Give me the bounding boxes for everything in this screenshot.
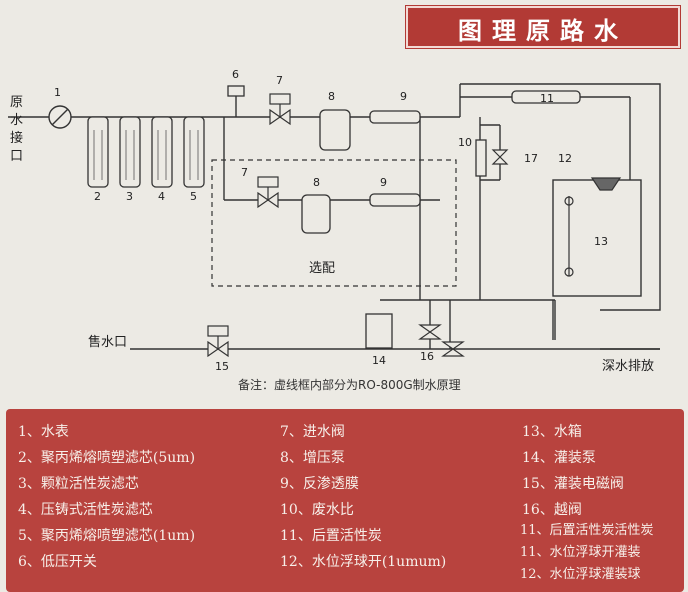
legend-item: 12、水位浮球开(1umum) bbox=[280, 554, 447, 570]
booster-pump-optional bbox=[301, 194, 331, 234]
num-10: 10 bbox=[458, 136, 472, 149]
legend-item: 8、增压泵 bbox=[280, 450, 345, 466]
num-13: 13 bbox=[594, 235, 608, 248]
num-5: 5 bbox=[190, 190, 197, 203]
post-carbon bbox=[511, 90, 581, 104]
num-14: 14 bbox=[372, 354, 386, 367]
bypass-valve-16 bbox=[418, 324, 465, 357]
title-banner: 图理原路水 bbox=[406, 6, 680, 48]
legend-panel: 1、水表 2、聚丙烯熔喷塑滤芯(5um) 3、颗粒活性炭滤芯 4、压铸式活性炭滤… bbox=[6, 409, 684, 592]
num-16: 16 bbox=[420, 350, 434, 363]
waste-ratio bbox=[475, 139, 487, 177]
num-11: 11 bbox=[540, 92, 554, 105]
num-7b: 7 bbox=[241, 166, 248, 179]
tank-lid bbox=[590, 177, 622, 191]
legend-item: 11、水位浮球开灌装 bbox=[520, 545, 641, 560]
legend-item: 15、灌装电磁阀 bbox=[522, 476, 624, 492]
ro-membrane-optional bbox=[369, 193, 421, 207]
valve-17 bbox=[491, 149, 509, 165]
filter-3 bbox=[119, 116, 141, 188]
ro-membrane-top bbox=[369, 110, 421, 124]
inlet-label-2: 水 bbox=[10, 113, 23, 128]
num-8a: 8 bbox=[328, 90, 335, 103]
num-4: 4 bbox=[158, 190, 165, 203]
inlet-valve-7-optional bbox=[257, 176, 279, 209]
filling-pump bbox=[365, 313, 393, 349]
legend-item: 3、颗粒活性炭滤芯 bbox=[18, 476, 139, 492]
legend-item: 7、进水阀 bbox=[280, 424, 345, 440]
legend-item: 4、压铸式活性炭滤芯 bbox=[18, 502, 153, 518]
legend-item: 11、后置活性炭活性炭 bbox=[520, 523, 654, 538]
page-title: 图理原路水 bbox=[458, 16, 628, 45]
inlet-valve-7 bbox=[269, 93, 291, 126]
filter-5 bbox=[183, 116, 205, 188]
num-12: 12 bbox=[558, 152, 572, 165]
optional-label: 选配 bbox=[309, 261, 335, 276]
inlet-label-1: 原 bbox=[10, 95, 23, 110]
legend-item: 1、水表 bbox=[18, 424, 69, 440]
legend-item: 6、低压开关 bbox=[18, 554, 97, 570]
num-2: 2 bbox=[94, 190, 101, 203]
num-1: 1 bbox=[54, 86, 61, 99]
legend-item: 2、聚丙烯熔喷塑滤芯(5um) bbox=[18, 450, 196, 466]
inlet-label-3: 接 bbox=[10, 130, 23, 146]
optional-box bbox=[211, 159, 457, 287]
legend-item: 5、聚丙烯熔喷塑滤芯(1um) bbox=[18, 528, 196, 544]
filter-2 bbox=[87, 116, 109, 188]
low-pressure-switch bbox=[227, 85, 245, 97]
legend-item: 11、后置活性炭 bbox=[280, 528, 382, 544]
filter-4 bbox=[151, 116, 173, 188]
legend-item: 13、水箱 bbox=[522, 424, 582, 440]
num-6: 6 bbox=[232, 68, 239, 81]
sale-outlet-label: 售水口 bbox=[88, 334, 127, 350]
legend-item: 9、反渗透膜 bbox=[280, 476, 359, 492]
legend-item: 10、废水比 bbox=[280, 502, 354, 518]
footnote: 备注：虚线框内部分为RO-800G制水原理 bbox=[238, 378, 461, 392]
booster-pump-top bbox=[319, 109, 351, 151]
num-9b: 9 bbox=[380, 176, 387, 189]
num-15: 15 bbox=[215, 360, 229, 373]
drain-label: 深水排放 bbox=[602, 359, 654, 374]
num-9a: 9 bbox=[400, 90, 407, 103]
legend-item: 12、水位浮球灌装球 bbox=[520, 567, 641, 582]
inlet-label-4: 口 bbox=[10, 149, 23, 164]
filling-solenoid-valve-15 bbox=[207, 325, 229, 358]
num-8b: 8 bbox=[313, 176, 320, 189]
num-7a: 7 bbox=[276, 74, 283, 87]
legend-item: 14、灌装泵 bbox=[522, 450, 596, 466]
legend-item: 16、越阀 bbox=[522, 502, 582, 518]
num-17: 17 bbox=[524, 152, 538, 165]
num-3: 3 bbox=[126, 190, 133, 203]
